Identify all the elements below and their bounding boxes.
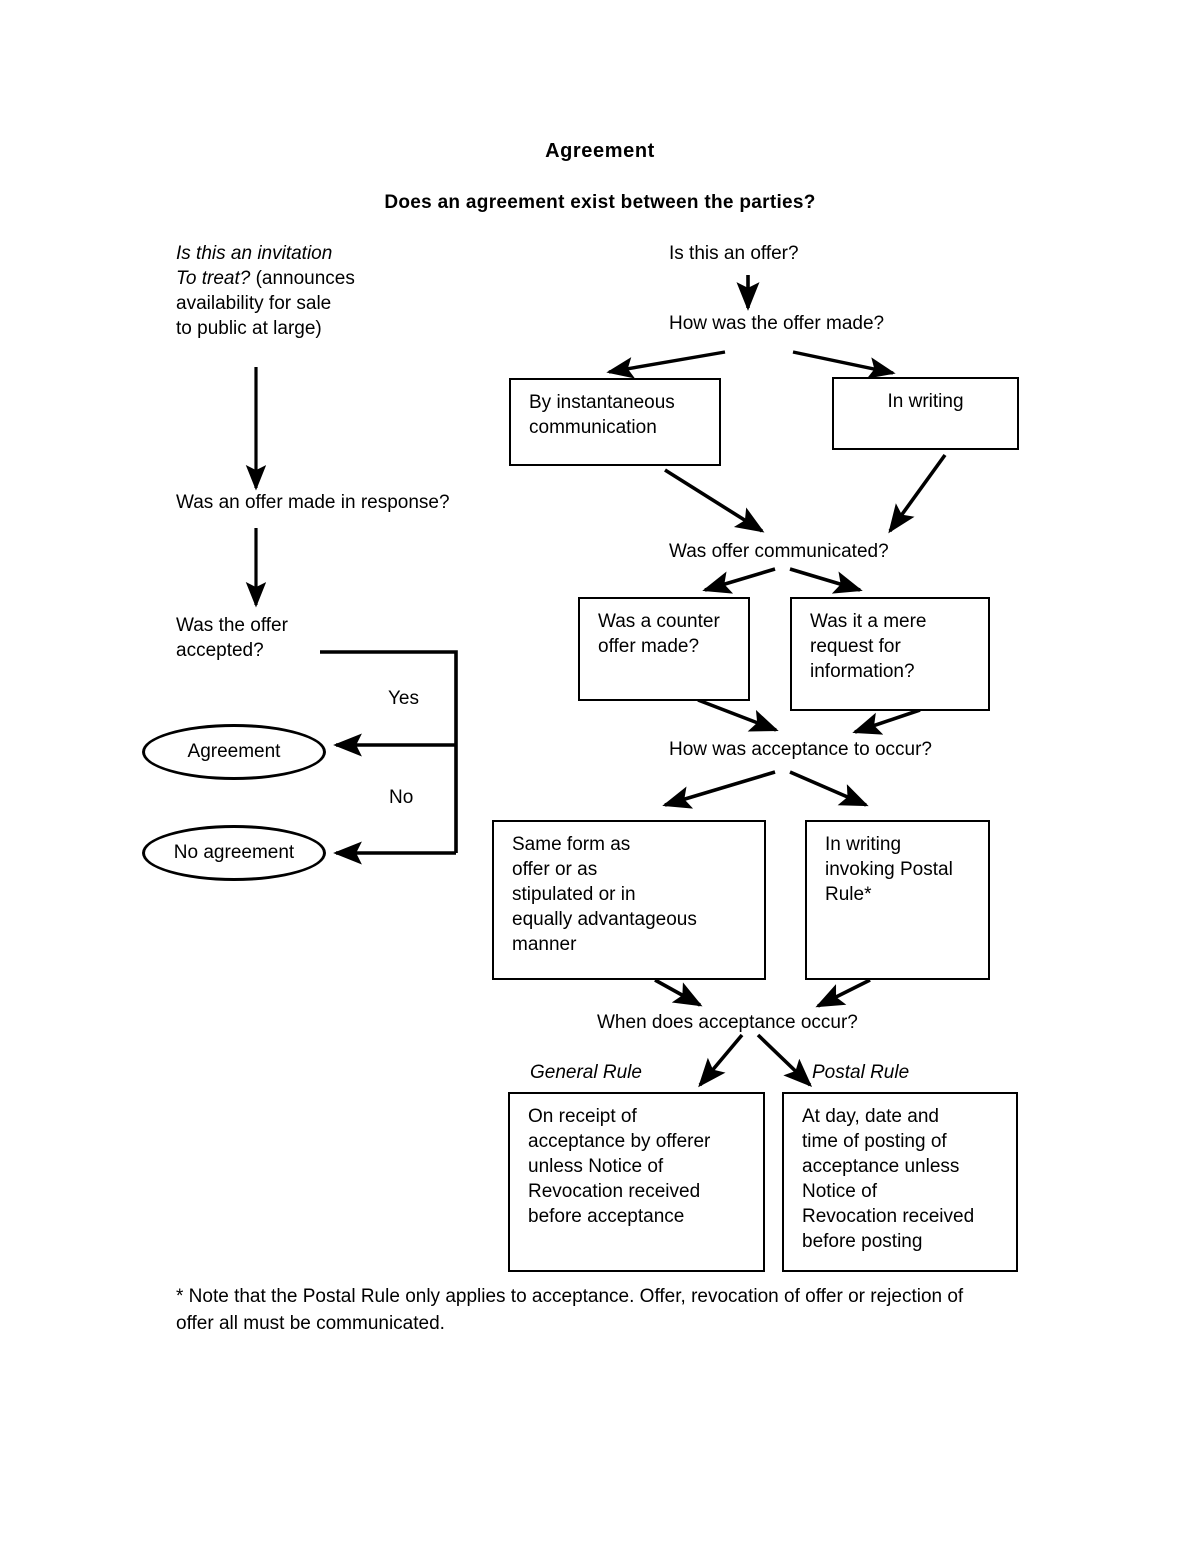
page-subtitle: Does an agreement exist between the part…	[384, 192, 816, 213]
box-general-rule-detail: On receipt of acceptance by offerer unle…	[508, 1092, 765, 1272]
arrow-counteroffer-to-acceptance	[697, 698, 779, 732]
page-title: Agreement	[545, 140, 655, 162]
node-is-this-an-offer: Is this an offer?	[669, 243, 799, 264]
arrow-howmade-to-inwriting	[792, 350, 896, 379]
terminal-no-agreement: No agreement	[142, 825, 326, 881]
label-postal-rule: Postal Rule	[812, 1062, 910, 1083]
footnote-postal-rule: * Note that the Postal Rule only applies…	[176, 1286, 964, 1334]
node-invitation-to-treat: Is this an invitation To treat? (announce…	[176, 241, 506, 341]
arrow-whenaccept-to-postalrule	[756, 1033, 813, 1087]
terminal-agreement-label: Agreement	[187, 741, 281, 762]
terminal-no-agreement-label: No agreement	[173, 842, 295, 863]
edge-label-no: No	[389, 787, 414, 808]
invitation-to-treat-italic-1: Is this an invitation	[176, 243, 333, 264]
invitation-to-treat-italic-2: To treat?	[176, 268, 251, 289]
box-postal-rule-detail: At day, date and time of posting of acce…	[782, 1092, 1018, 1272]
arrow-acceptance-to-sameform	[662, 770, 776, 809]
node-was-the-offer-accepted: Was the offer accepted?	[176, 615, 288, 661]
box-was-it-a-mere-request: Was it a mere request for information?	[790, 597, 990, 711]
label-general-rule: General Rule	[530, 1062, 642, 1083]
arrow-sameform-to-whenaccept	[654, 978, 703, 1007]
node-was-offer-communicated: Was offer communicated?	[669, 541, 889, 562]
node-how-was-offer-made: How was the offer made?	[669, 313, 885, 334]
node-how-was-acceptance-to-occur: How was acceptance to occur?	[669, 739, 932, 760]
arrow-postal-to-whenaccept	[815, 978, 871, 1008]
arrow-acceptance-to-postal	[789, 770, 869, 807]
node-was-offer-made-in-response: Was an offer made in response?	[176, 492, 450, 513]
arrow-instantaneous-to-communicated	[664, 468, 765, 533]
connector-yesno-trunk	[320, 650, 458, 853]
arrow-whenaccept-to-generalrule	[698, 1033, 744, 1088]
arrow-howmade-to-instantaneous	[606, 350, 726, 379]
edge-label-yes: Yes	[388, 688, 419, 709]
arrow-inwriting-to-communicated	[888, 453, 947, 534]
box-in-writing-invoking-postal-rule: In writing invoking Postal Rule*	[805, 820, 990, 980]
arrow-communicated-to-counteroffer	[702, 567, 776, 594]
node-when-does-acceptance-occur: When does acceptance occur?	[597, 1012, 858, 1033]
box-by-instantaneous-communication: By instantaneous communication	[509, 378, 721, 466]
box-same-form-as-offer: Same form as offer or as stipulated or i…	[492, 820, 766, 980]
arrow-mererequest-to-acceptance	[852, 708, 921, 735]
terminal-agreement: Agreement	[142, 724, 326, 780]
box-was-a-counter-offer-made: Was a counter offer made?	[578, 597, 750, 701]
arrow-communicated-to-mererequest	[789, 567, 863, 594]
invitation-to-treat-rest: (announces availability for sale to publ…	[176, 268, 355, 339]
box-in-writing: In writing	[832, 377, 1019, 450]
